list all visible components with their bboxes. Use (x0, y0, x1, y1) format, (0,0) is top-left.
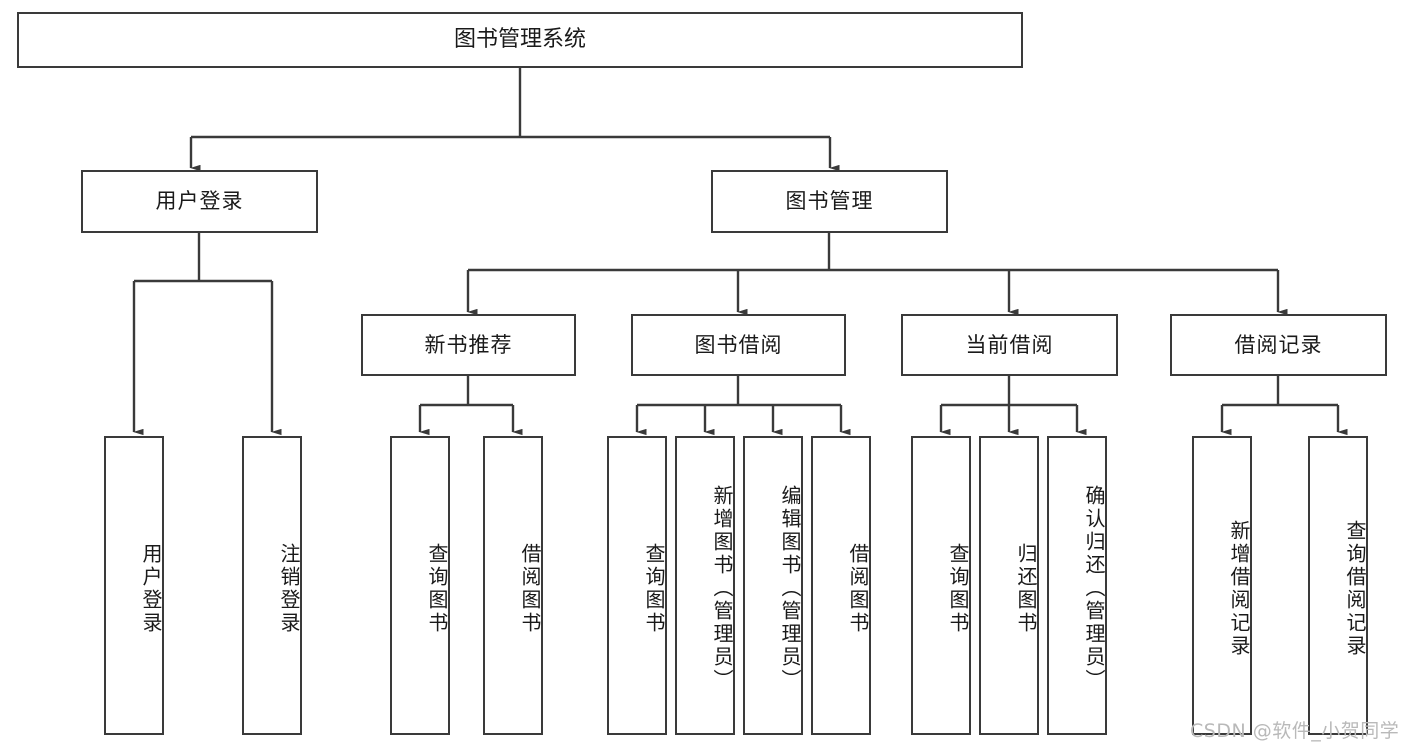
leaf-edit-book-admin[interactable]: 编辑图书（管理员） (743, 436, 803, 735)
leaf-confirm-return-admin[interactable]: 确认归还（管理员） (1047, 436, 1107, 735)
leaf-query-borrow-record[interactable]: 查询借阅记录 (1308, 436, 1368, 735)
leaf-query-book-recommend[interactable]: 查询图书 (390, 436, 450, 735)
csdn-watermark: CSDN @软件_小贺同学 (1190, 720, 1400, 742)
leaf-logout-login[interactable]: 注销登录 (242, 436, 302, 735)
leaf-borrow-book-borrow[interactable]: 借阅图书 (811, 436, 871, 735)
leaf-query-book-current[interactable]: 查询图书 (911, 436, 971, 735)
leaf-query-book-borrow[interactable]: 查询图书 (607, 436, 667, 735)
leaf-borrow-book-recommend[interactable]: 借阅图书 (483, 436, 543, 735)
node-new-book-recommend[interactable]: 新书推荐 (361, 314, 576, 376)
leaf-add-borrow-record[interactable]: 新增借阅记录 (1192, 436, 1252, 735)
leaf-return-book[interactable]: 归还图书 (979, 436, 1039, 735)
node-root-system[interactable]: 图书管理系统 (17, 12, 1023, 68)
node-book-management[interactable]: 图书管理 (711, 170, 948, 233)
node-borrow-record[interactable]: 借阅记录 (1170, 314, 1387, 376)
leaf-add-book-admin[interactable]: 新增图书（管理员） (675, 436, 735, 735)
node-user-login[interactable]: 用户登录 (81, 170, 318, 233)
leaf-user-login[interactable]: 用户登录 (104, 436, 164, 735)
node-current-borrow[interactable]: 当前借阅 (901, 314, 1118, 376)
node-book-borrow[interactable]: 图书借阅 (631, 314, 846, 376)
